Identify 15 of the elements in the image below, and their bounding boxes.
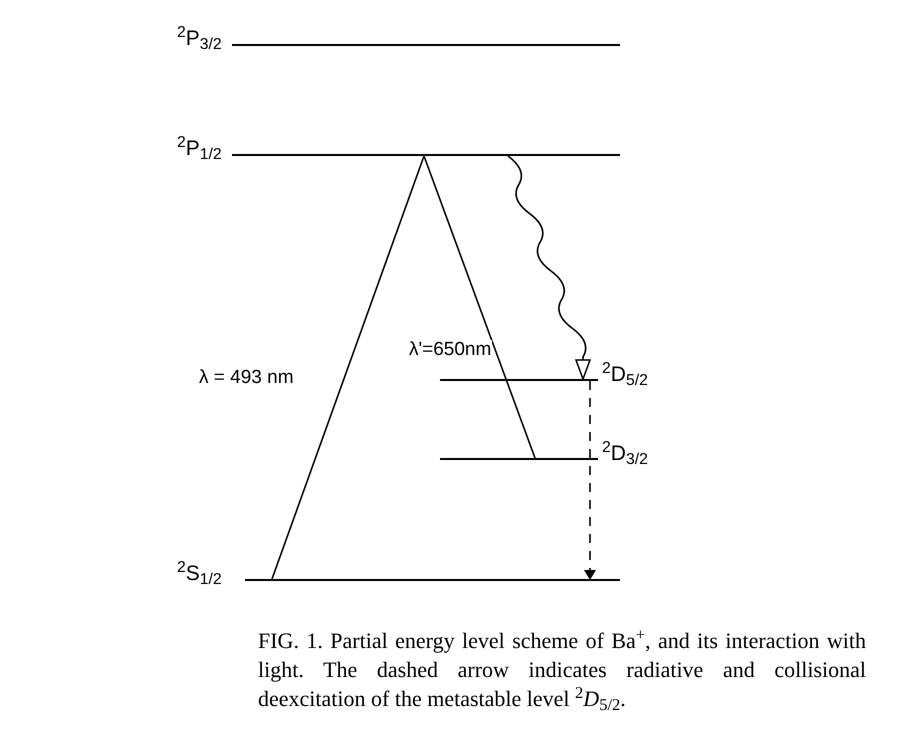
level-label: $^{2}$P$_{3/2}$ — [175, 28, 224, 49]
wavy-arrow — [508, 155, 591, 380]
energy-level-line — [440, 379, 598, 381]
energy-level-line — [245, 579, 620, 581]
level-label: $^{2}$D$_{3/2}$ — [600, 443, 650, 464]
level-label: $^{2}$S$_{1/2}$ — [175, 563, 224, 584]
transition-line — [271, 156, 425, 580]
figure-caption: FIG. 1. Partial energy level scheme of Ba$^{+}$, and its interaction with light. The dashed arrow indicates radiative and collisional deexcitation of the metastable level $^{2}$D$_{5/2}$. — [258, 626, 866, 713]
transition-line — [423, 156, 536, 458]
energy-level-line — [232, 44, 620, 46]
energy-level-line — [440, 458, 598, 460]
dashed-arrow — [584, 381, 596, 580]
level-label: $^{2}$P$_{1/2}$ — [175, 138, 224, 159]
level-label: $^{2}$D$_{5/2}$ — [600, 364, 650, 385]
energy-level-line — [232, 154, 620, 156]
